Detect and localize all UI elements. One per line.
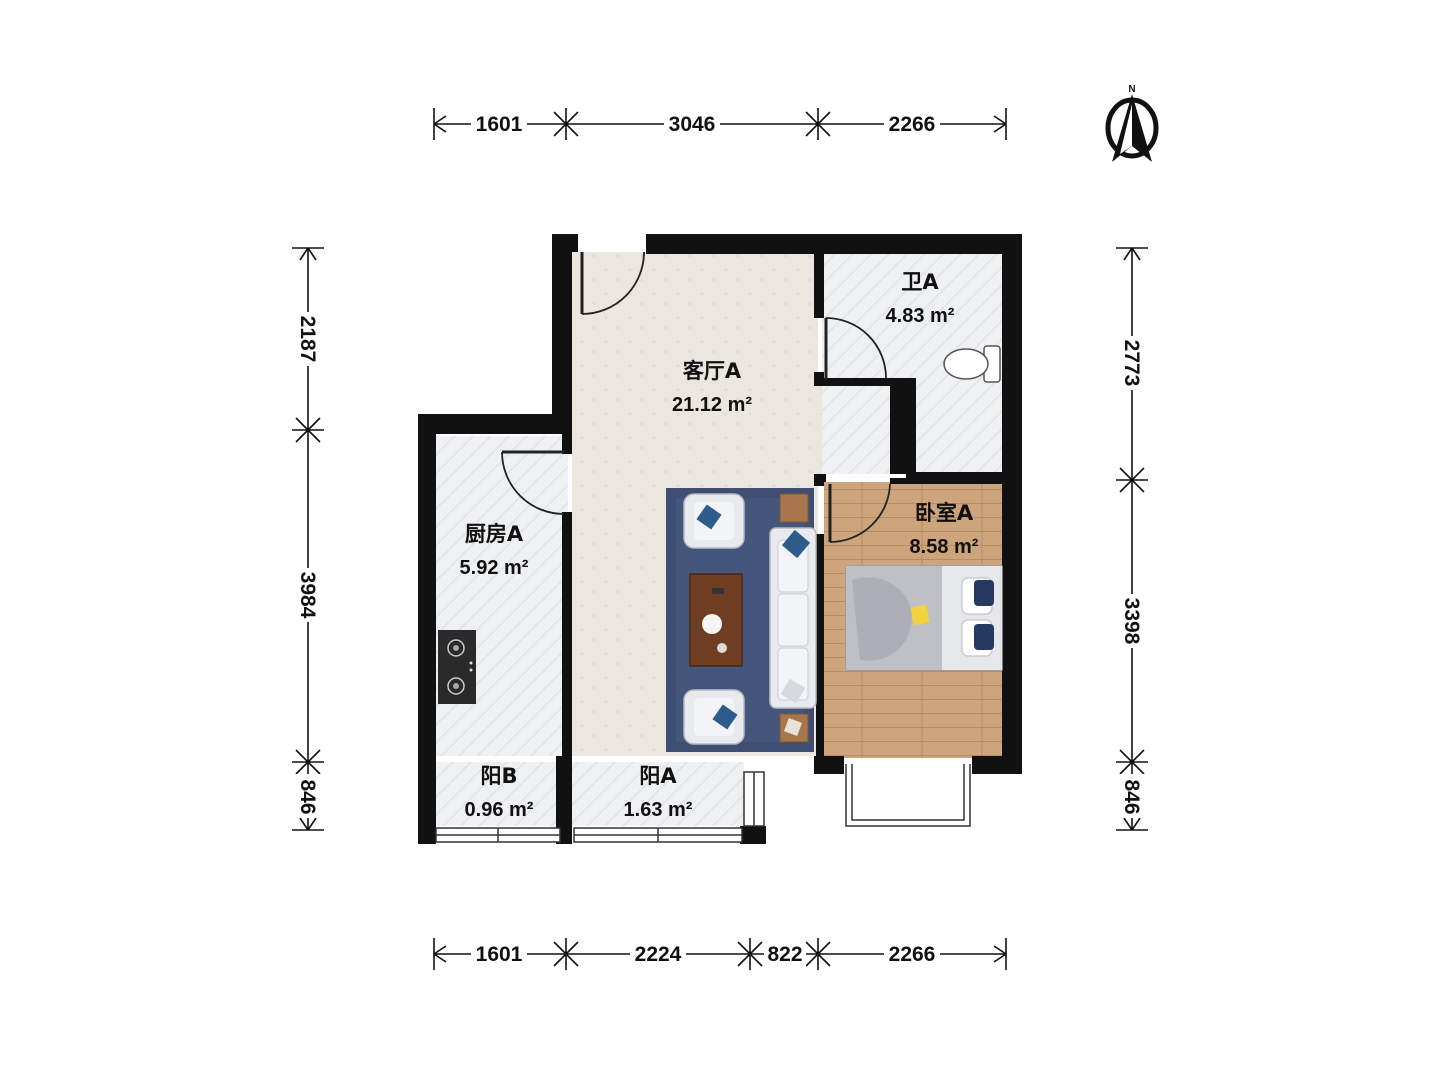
dim-bottom-4: 2266: [889, 943, 936, 966]
balcony-a-area: 1.63 m²: [624, 799, 693, 821]
room-labels: 客厅A 21.12 m² 卫A 4.83 m² 厨房A 5.92 m² 卧室A …: [460, 270, 979, 821]
coffee-table-icon: [689, 573, 743, 667]
dim-bottom-3: 822: [767, 943, 802, 966]
dim-bottom-1: 1601: [476, 943, 523, 966]
dim-left-1: 2187: [296, 316, 319, 363]
kitchen-area: 5.92 m²: [460, 557, 529, 579]
dim-left-2: 3984: [296, 572, 319, 619]
dim-right-1: 2773: [1120, 340, 1143, 387]
north-compass-icon: N: [1105, 84, 1159, 162]
side-table-icon: [779, 493, 809, 743]
kitchen-floor: [436, 436, 568, 756]
dim-top-2: 3046: [669, 113, 716, 136]
compass-north-label: N: [1128, 84, 1135, 95]
armchair-top-icon: [683, 493, 745, 549]
toilet-icon: [943, 345, 1001, 383]
dim-left-3: 846: [296, 779, 319, 814]
balcony-b-floor: [436, 762, 560, 826]
dim-right-3: 846: [1120, 779, 1143, 814]
balcony-a-name: 阳A: [639, 764, 677, 788]
bed-icon: [845, 565, 1003, 671]
dim-right-2: 3398: [1120, 598, 1143, 645]
sofa-icon: [769, 527, 817, 709]
doors: [501, 251, 891, 543]
armchair-bottom-icon: [683, 689, 745, 745]
balcony-b-area: 0.96 m²: [465, 799, 534, 821]
walls: [418, 234, 1022, 844]
stove-icon: [438, 630, 476, 704]
dimension-labels: 1601 3046 2266 1601 2224 822 2266 2187 3…: [296, 112, 1144, 966]
balcony-b-name: 阳B: [480, 764, 517, 788]
kitchen-name: 厨房A: [465, 522, 524, 546]
bedroom-name: 卧室A: [915, 501, 974, 525]
dim-top-3: 2266: [889, 113, 936, 136]
bathroom-area: 4.83 m²: [886, 305, 955, 327]
dim-bottom-2: 2224: [635, 943, 682, 966]
living-room-area: 21.12 m²: [672, 394, 752, 416]
dim-top-1: 1601: [476, 113, 523, 136]
balcony-a-floor: [572, 762, 744, 826]
windows: [435, 764, 971, 843]
living-room-name: 客厅A: [683, 359, 742, 383]
bathroom-name: 卫A: [901, 270, 939, 294]
bedroom-area: 8.58 m²: [910, 536, 979, 558]
